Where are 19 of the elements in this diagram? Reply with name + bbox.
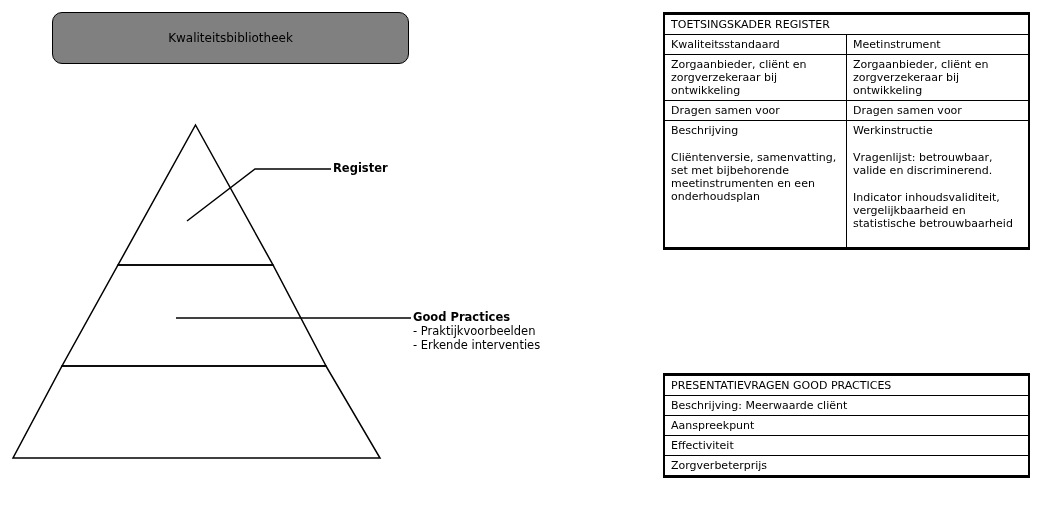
cell-text: Vragenlijst: betrouwbaar, valide en discriminerend. bbox=[853, 151, 994, 177]
layer-item: - Erkende interventies bbox=[413, 338, 542, 352]
cell-text: Indicator inhoudsvaliditeit, vergelijkbaarheid en statistische betrouwbaarheid bbox=[853, 191, 1014, 230]
pyramid-band bbox=[62, 265, 326, 366]
leader-line bbox=[175, 317, 412, 319]
cell-heading: Beschrijving bbox=[671, 124, 740, 137]
cell-text: Cliëntenversie, samenvatting, set met bijbehorende meetinstrumenten en een onderhoudsplan bbox=[671, 151, 838, 203]
cell-heading: Werkinstructie bbox=[853, 124, 934, 137]
layer-item: - Praktijkvoorbeelden bbox=[413, 324, 537, 338]
library-box bbox=[52, 12, 409, 64]
table-cell: Kwaliteitsstandaard bbox=[664, 34, 847, 55]
pyramid-tip bbox=[118, 125, 273, 265]
layer-name: Good Practices bbox=[413, 310, 512, 324]
layer-name: Register bbox=[333, 161, 389, 175]
table-cell: Dragen samen voor bbox=[664, 100, 847, 121]
box-title: Kwaliteitsbibliotheek bbox=[168, 31, 293, 45]
leader-line bbox=[186, 168, 332, 222]
pyramid-band bbox=[13, 366, 380, 458]
table-cell: Zorgaanbieder, cliënt en zorgverzekeraar bij ontwikkeling bbox=[664, 54, 847, 101]
